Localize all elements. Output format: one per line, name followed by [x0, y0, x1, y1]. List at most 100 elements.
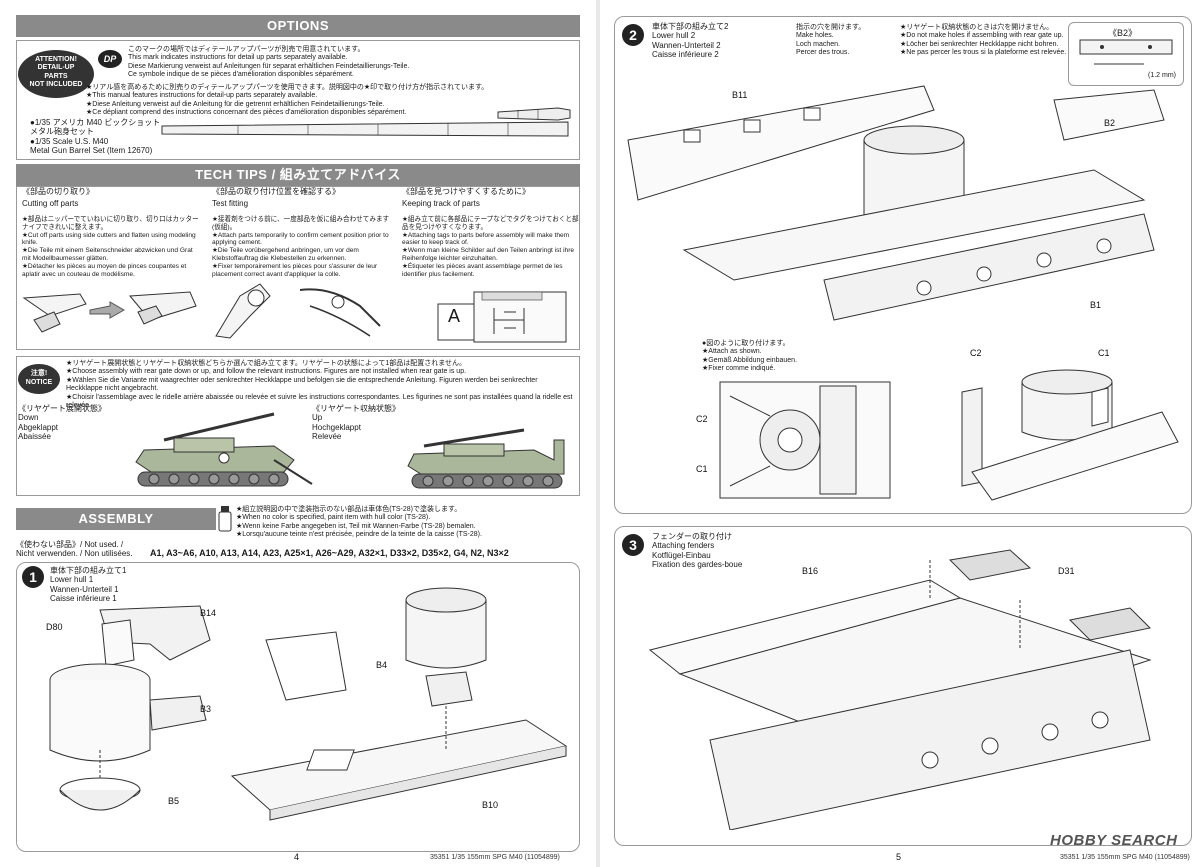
notice-text: ★リヤゲート展開状態とリヤゲート収納状態どちらか選んで組み立てます。リヤゲートの…: [66, 360, 574, 410]
part-label-c1-right: C1: [1098, 348, 1110, 358]
part-label-c1-left: C1: [696, 464, 708, 474]
note-line: ★Löcher bei senkrechter Heckklappe nicht…: [900, 40, 1059, 48]
tip-title-en: Test fitting: [212, 199, 249, 208]
note-line: Loch machen.: [796, 40, 840, 48]
b2-detail-label: 《B2》: [1108, 28, 1138, 38]
step-1-turret-exploded: [30, 600, 220, 840]
options-text-a: このマークの場所ではディテールアップパーツが別売で用意されています。 This …: [128, 46, 568, 80]
label-line: 《リヤゲート展開状態》: [18, 404, 106, 413]
page-number-right: 5: [896, 852, 902, 862]
tip-body: ★部品はニッパーでていねいに切り取り、切り口はカッターナイフできれいに整えます。: [22, 216, 199, 231]
tank-gate-up-illustration: [404, 420, 574, 496]
footer-left: 35351 1/35 155mm SPG M40 (11054899): [430, 854, 560, 861]
page-number-left: 4: [294, 852, 300, 862]
note-line: ★Fixer comme indiqué.: [702, 365, 776, 373]
left-page: OPTIONS ATTENTION! DETAIL-UP PARTS NOT I…: [0, 0, 596, 867]
label-line: Hochgeklappt: [312, 422, 361, 432]
tag-letter: A: [448, 306, 461, 326]
step-2-number: 2: [622, 24, 644, 46]
tech-tips-banner: TECH TIPS / 組み立てアドバイス: [16, 164, 580, 186]
paint-bottle-icon: [218, 506, 232, 532]
part-label-b10: B10: [482, 800, 499, 810]
options-line: ★This manual features instructions for d…: [86, 92, 318, 100]
tip-body: ★接着剤をつける前に、一度部品を仮に組み合わせてみます(仮組)。: [212, 216, 390, 231]
note-line: Make holes.: [796, 32, 834, 40]
paint-note-line: ★Wenn keine Farbe angegeben ist, Teil mi…: [236, 522, 476, 530]
tip-title-jp: 《部品の切り取り》: [22, 187, 94, 196]
note-line: Percer des trous.: [796, 49, 850, 57]
product-line: Metal Gun Barrel Set (Item 12670): [30, 146, 153, 156]
rear-gate-up-label: 《リヤゲート収納状態》 Up Hochgeklappt Relevée: [312, 404, 400, 442]
part-label-b16: B16: [802, 566, 819, 576]
footer-right: 35351 1/35 155mm SPG M40 (11054899): [1060, 854, 1190, 861]
label-line: Relevée: [312, 432, 342, 442]
tip-body: ★Die Teile mit einem Seitenschneider abz…: [22, 247, 193, 262]
right-page: 2 車体下部の組み立て2 Lower hull 2 Wannen-Unterte…: [600, 0, 1200, 867]
note-line: ★Do not make holes if assembling with re…: [900, 32, 1064, 40]
tip-body: ★Attach parts temporarily to confirm cem…: [212, 231, 389, 247]
options-text-b: ★リアル感を高めるために別売りのディテールアップパーツを使用できます。説明図中の…: [86, 84, 546, 118]
step-2-turret-detail: [942, 352, 1182, 502]
note-line: ★リヤゲート収納状態のときは穴を開けません。: [900, 24, 1054, 31]
part-label-b5: B5: [168, 796, 180, 806]
assembly-banner: ASSEMBLY: [16, 508, 216, 530]
step-title-line: フェンダーの取り付け: [652, 532, 732, 541]
page-gutter: [596, 0, 600, 867]
notice-badge-jp: 注意!: [30, 370, 48, 377]
note-line: 指示の穴を開けます。: [796, 24, 866, 31]
tip-title-en: Keeping track of parts: [402, 199, 480, 208]
label-line: Abaissée: [18, 432, 51, 442]
dp-logo-icon: DP: [98, 50, 122, 68]
step-2-hull-sides: [624, 80, 1184, 340]
notice-line: ★Choisir l'assemblage avec le ridelle ar…: [66, 393, 573, 410]
step-title-line: Caisse inférieure 1: [50, 594, 117, 604]
step-title-line: Lower hull 2: [652, 31, 696, 41]
step-title-line: 車体下部の組み立て1: [50, 566, 127, 575]
tip-body: ★Étiqueter les pièces avant assemblage p…: [402, 262, 563, 278]
step-3-title: フェンダーの取り付け Attaching fenders Kotflügel-E…: [652, 532, 742, 570]
attention-line-3: PARTS: [44, 72, 68, 80]
paint-note: ★組立説明図の中で塗装指示のない部品は車体色(TS-28)で塗装します。 ★Wh…: [236, 506, 576, 540]
step-title-line: 車体下部の組み立て2: [652, 22, 729, 31]
step-title-line: Lower hull 1: [50, 575, 94, 585]
options-line: ★Ce dépliant comprend des instructions c…: [86, 109, 407, 117]
attention-line-2: DETAIL-UP: [37, 64, 75, 72]
note-line: ★Attach as shown.: [702, 348, 762, 356]
notice-badge-en: NOTICE: [25, 379, 53, 386]
product-line: メタル砲身セット: [30, 127, 94, 137]
test-fitting-illustration: [210, 276, 390, 342]
product-info: ●1/35 アメリカ M40 ビックショット メタル砲身セット ●1/35 Sc…: [30, 118, 190, 156]
part-label-d31: D31: [1058, 566, 1075, 576]
part-label-b11: B11: [732, 90, 748, 100]
step-3-fenders-drawing: [630, 540, 1180, 830]
step-2-floor-detail: [700, 376, 900, 506]
part-label-b1: B1: [1090, 300, 1102, 310]
attention-line-4: NOT INCLUDED: [29, 81, 83, 89]
options-line: ★Diese Anleitung verweist auf die Anleit…: [86, 100, 385, 108]
note-line: ★Gemäß Abbildung einbauen.: [702, 356, 798, 364]
step-1-number: 1: [22, 566, 44, 588]
cutting-illustration: [20, 276, 200, 342]
step-2-title: 車体下部の組み立て2 Lower hull 2 Wannen-Unterteil…: [652, 22, 728, 60]
step-title-line: Wannen-Unterteil 2: [652, 40, 721, 50]
gun-barrel-drawing: [158, 100, 578, 150]
part-label-d80: D80: [46, 622, 63, 632]
step-1-hull-floor: [226, 580, 576, 842]
tip-body: ★Fixer temporairement les pièces pour s'…: [212, 262, 378, 278]
attention-badge: ATTENTION! DETAIL-UP PARTS NOT INCLUDED: [18, 50, 94, 98]
tip-title-jp: 《部品の取り付け位置を確認する》: [212, 187, 340, 196]
tank-gate-down-illustration: [124, 410, 314, 496]
options-line: Ce symbole indique de se pièces d'amélio…: [128, 71, 354, 79]
tip-body: ★組み立て前に各部品にテープなどでタグをつけておくと部品を見つけやすくなります。: [402, 216, 579, 231]
paint-note-line: ★Lorsqu'aucune teinte n'est précisée, pe…: [236, 531, 482, 539]
options-line: ★リアル感を高めるために別売りのディテールアップパーツを使用できます。説明図中の…: [86, 84, 489, 91]
tip-body: ★Cut off parts using side cutters and fl…: [22, 231, 196, 247]
tip-cutting: 《部品の切り取り》 Cutting off parts ★部品はニッパーでていね…: [22, 186, 202, 278]
tip-keeping-track: 《部品を見つけやすくするために》 Keeping track of parts …: [402, 186, 582, 278]
tip-body: ★Attaching tags to parts before assembly…: [402, 231, 570, 247]
tip-body: ★Détacher les pièces au moyen de pinces …: [22, 262, 187, 278]
step-title-line: Kotflügel-Einbau: [652, 550, 711, 560]
attach-as-shown-note: ●図のように取り付けます。 ★Attach as shown. ★Gemäß A…: [702, 340, 797, 374]
tip-body: ★Die Teile vorübergehend anbringen, um v…: [212, 247, 359, 262]
not-used-parts: A1, A3~A6, A10, A13, A14, A23, A25×1, A2…: [150, 548, 509, 558]
